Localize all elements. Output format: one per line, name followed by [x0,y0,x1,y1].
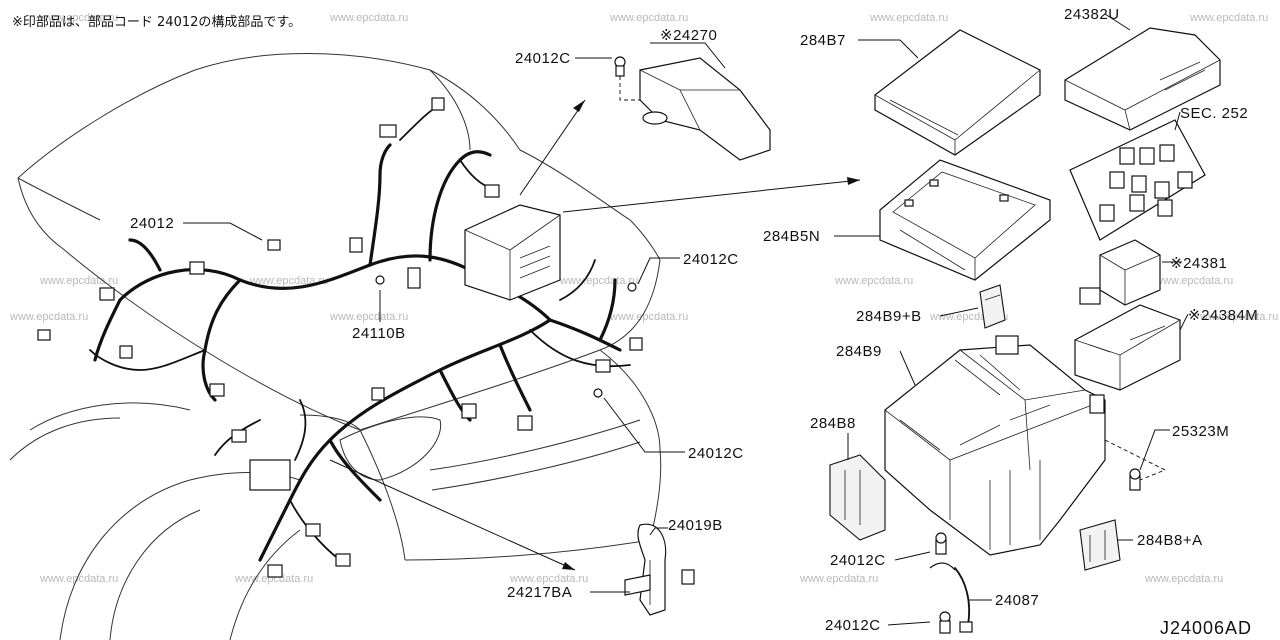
cover-284b7 [874,29,1041,156]
block-24384m [1074,304,1181,391]
label-284b5n: 284B5N [763,228,820,245]
label-24087: 24087 [995,592,1039,609]
label-sec-252: SEC. 252 [1180,105,1248,122]
watermark: www.epcdata.ru [609,311,688,323]
watermark: www.epcdata.ru [509,573,588,585]
box-284b9 [884,335,1106,556]
header-note: ※印部品は、部品コード 24012の構成部品です。 [12,15,301,30]
watermark: www.epcdata.ru [329,311,408,323]
label-24019b: 24019B [668,517,723,534]
label-284b8a: 284B8+A [1137,532,1203,549]
label-24012c-right: 24012C [683,251,739,268]
watermark: www.epcdata.ru [329,12,408,24]
label-24012c-box-top: 24012C [830,552,886,569]
label-284b7: 284B7 [800,32,846,49]
label-24381: ※24381 [1170,255,1227,272]
watermark: www.epcdata.ru [39,573,118,585]
pointer-arrows [329,99,861,571]
part-labels: 24012 24012C ※24270 24012C 24110B 24012C… [130,6,1258,638]
watermark: www.epcdata.ru [9,311,88,323]
watermark-group: www.epcdata.ru www.epcdata.ru www.epcdat… [9,12,1278,585]
label-284b9: 284B9 [836,343,882,360]
watermark: www.epcdata.ru [39,275,118,287]
vehicle-body-outline [9,53,662,640]
watermark: www.epcdata.ru [559,275,638,287]
label-24012c-lower: 24012C [688,445,744,462]
label-284b9b: 284B9+B [856,308,922,325]
bolt-25323m [1104,439,1167,491]
bracket-24270 [619,57,771,161]
diagram-code: J24006AD [1160,618,1252,638]
watermark: www.epcdata.ru [834,275,913,287]
label-24012: 24012 [130,215,174,232]
label-24382u: 24382U [1064,6,1120,23]
label-24012c-box-bottom: 24012C [825,617,881,634]
label-24217ba: 24217BA [507,584,572,601]
watermark: www.epcdata.ru [39,12,118,24]
watermark: www.epcdata.ru [1144,573,1223,585]
leader-lines [183,13,1189,626]
part-284b9b [979,284,1006,329]
relay-24381 [1079,239,1161,306]
relay-panel-sec252 [1069,119,1206,241]
cover-284b8 [829,454,886,541]
label-24012c-top: 24012C [515,50,571,67]
label-25323m: 25323M [1172,423,1229,440]
frame-284b5n [879,159,1051,281]
watermark: www.epcdata.ru [799,573,878,585]
main-harness [37,97,643,578]
watermark: www.epcdata.ru [249,275,328,287]
label-24270: ※24270 [660,27,717,44]
watermark: www.epcdata.ru [609,12,688,24]
watermark: www.epcdata.ru [869,12,948,24]
label-284b8: 284B8 [810,415,856,432]
watermark: www.epcdata.ru [1154,275,1233,287]
part-284b8a [1079,519,1121,571]
watermark: www.epcdata.ru [1199,311,1278,323]
label-24110b: 24110B [352,325,406,342]
label-24384m: ※24384M [1188,307,1258,324]
cover-24382u [1064,27,1221,131]
bracket-24019b [624,523,695,616]
watermark: www.epcdata.ru [1189,12,1268,24]
ground-strap-24087 [929,532,973,634]
